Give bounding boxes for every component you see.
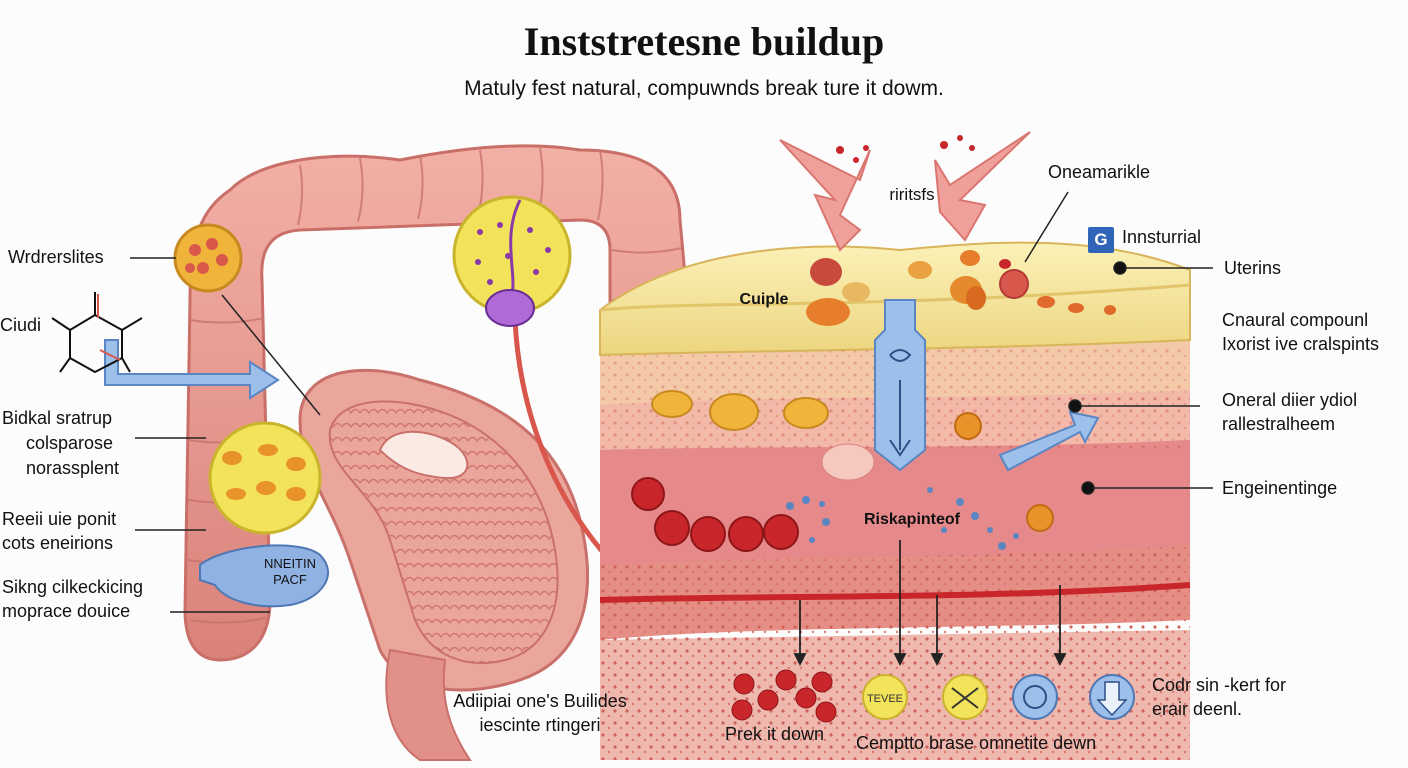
icon-blue-circle bbox=[1012, 674, 1058, 720]
g-badge-icon: G bbox=[1088, 227, 1114, 253]
blood-cells bbox=[631, 477, 799, 552]
page-subtitle: Matuly fest natural, compuwnds break tur… bbox=[464, 77, 944, 100]
label-innsturrial: Innsturrial bbox=[1122, 227, 1202, 247]
magnified-circles bbox=[173, 195, 572, 535]
label-codr-line2: erair deenl. bbox=[1152, 699, 1243, 719]
label-adiipiai-line2: iescinte rtingeri bbox=[479, 715, 601, 735]
label-reeii-line1: Reeii uie ponit bbox=[2, 509, 117, 529]
chemical-structure bbox=[51, 292, 143, 374]
blue-probe bbox=[874, 299, 926, 472]
leader-lines-right bbox=[1024, 191, 1213, 495]
label-reeii-line2: cots eneirions bbox=[2, 533, 114, 553]
icon-yellow-badge bbox=[862, 674, 908, 720]
label-oneral-line1: Oneral diier ydiol bbox=[1222, 390, 1358, 410]
blue-arrow-right bbox=[998, 410, 1100, 472]
label-wrdrerslites: Wrdrerslites bbox=[8, 247, 104, 267]
label-adiipiai-line1: Adiipiai one's Builides bbox=[453, 691, 627, 711]
blue-dots bbox=[786, 487, 1019, 550]
bottom-red-spheres bbox=[731, 669, 837, 723]
layer-cells bbox=[651, 390, 1054, 532]
leader-lines-left bbox=[130, 257, 321, 613]
label-cnaural-line2: Ixorist ive cralspints bbox=[1222, 334, 1380, 354]
pouch-label-2: PACF bbox=[273, 572, 307, 587]
page-title: Inststretesne buildup bbox=[523, 19, 885, 64]
label-oneral-line2: rallestralheem bbox=[1222, 414, 1336, 434]
label-bidkal-line1: Bidkal sratrup bbox=[2, 408, 113, 428]
inflow-arrows bbox=[779, 131, 1031, 252]
blue-pouch bbox=[199, 544, 330, 608]
label-sikng-line1: Sikng cilkeckicing bbox=[2, 577, 144, 597]
label-uterins: Uterins bbox=[1224, 258, 1282, 278]
label-bidkal-line3: norassplent bbox=[26, 458, 120, 478]
label-ciudi: Ciudi bbox=[0, 315, 42, 335]
pouch-label-1: NNEITIN bbox=[264, 556, 316, 571]
down-arrows bbox=[793, 540, 1067, 667]
arrows-label: riritsfs bbox=[889, 185, 934, 204]
label-cemptto: Cemptto brase omnetite dewn bbox=[856, 733, 1097, 753]
cuiple-label: Cuiple bbox=[740, 291, 789, 308]
riskapinteof-label: Riskapinteof bbox=[864, 511, 961, 528]
label-codr-line1: Codr sin -kert for bbox=[1152, 675, 1287, 695]
label-oneamarikle: Oneamarikle bbox=[1048, 162, 1151, 182]
icon-badge-text: TEVEE bbox=[867, 693, 903, 705]
fat-particles bbox=[806, 250, 1116, 326]
label-engeinentinge: Engeinentinge bbox=[1222, 478, 1338, 498]
label-cnaural-line1: Cnaural compounl bbox=[1222, 310, 1369, 330]
inner-organ bbox=[298, 368, 589, 761]
label-bidkal-line2: colsparose bbox=[26, 433, 114, 453]
label-prek-it-down: Prek it down bbox=[725, 724, 825, 744]
label-sikng-line2: moprace douice bbox=[2, 601, 131, 621]
blue-arrow-left bbox=[104, 339, 280, 400]
